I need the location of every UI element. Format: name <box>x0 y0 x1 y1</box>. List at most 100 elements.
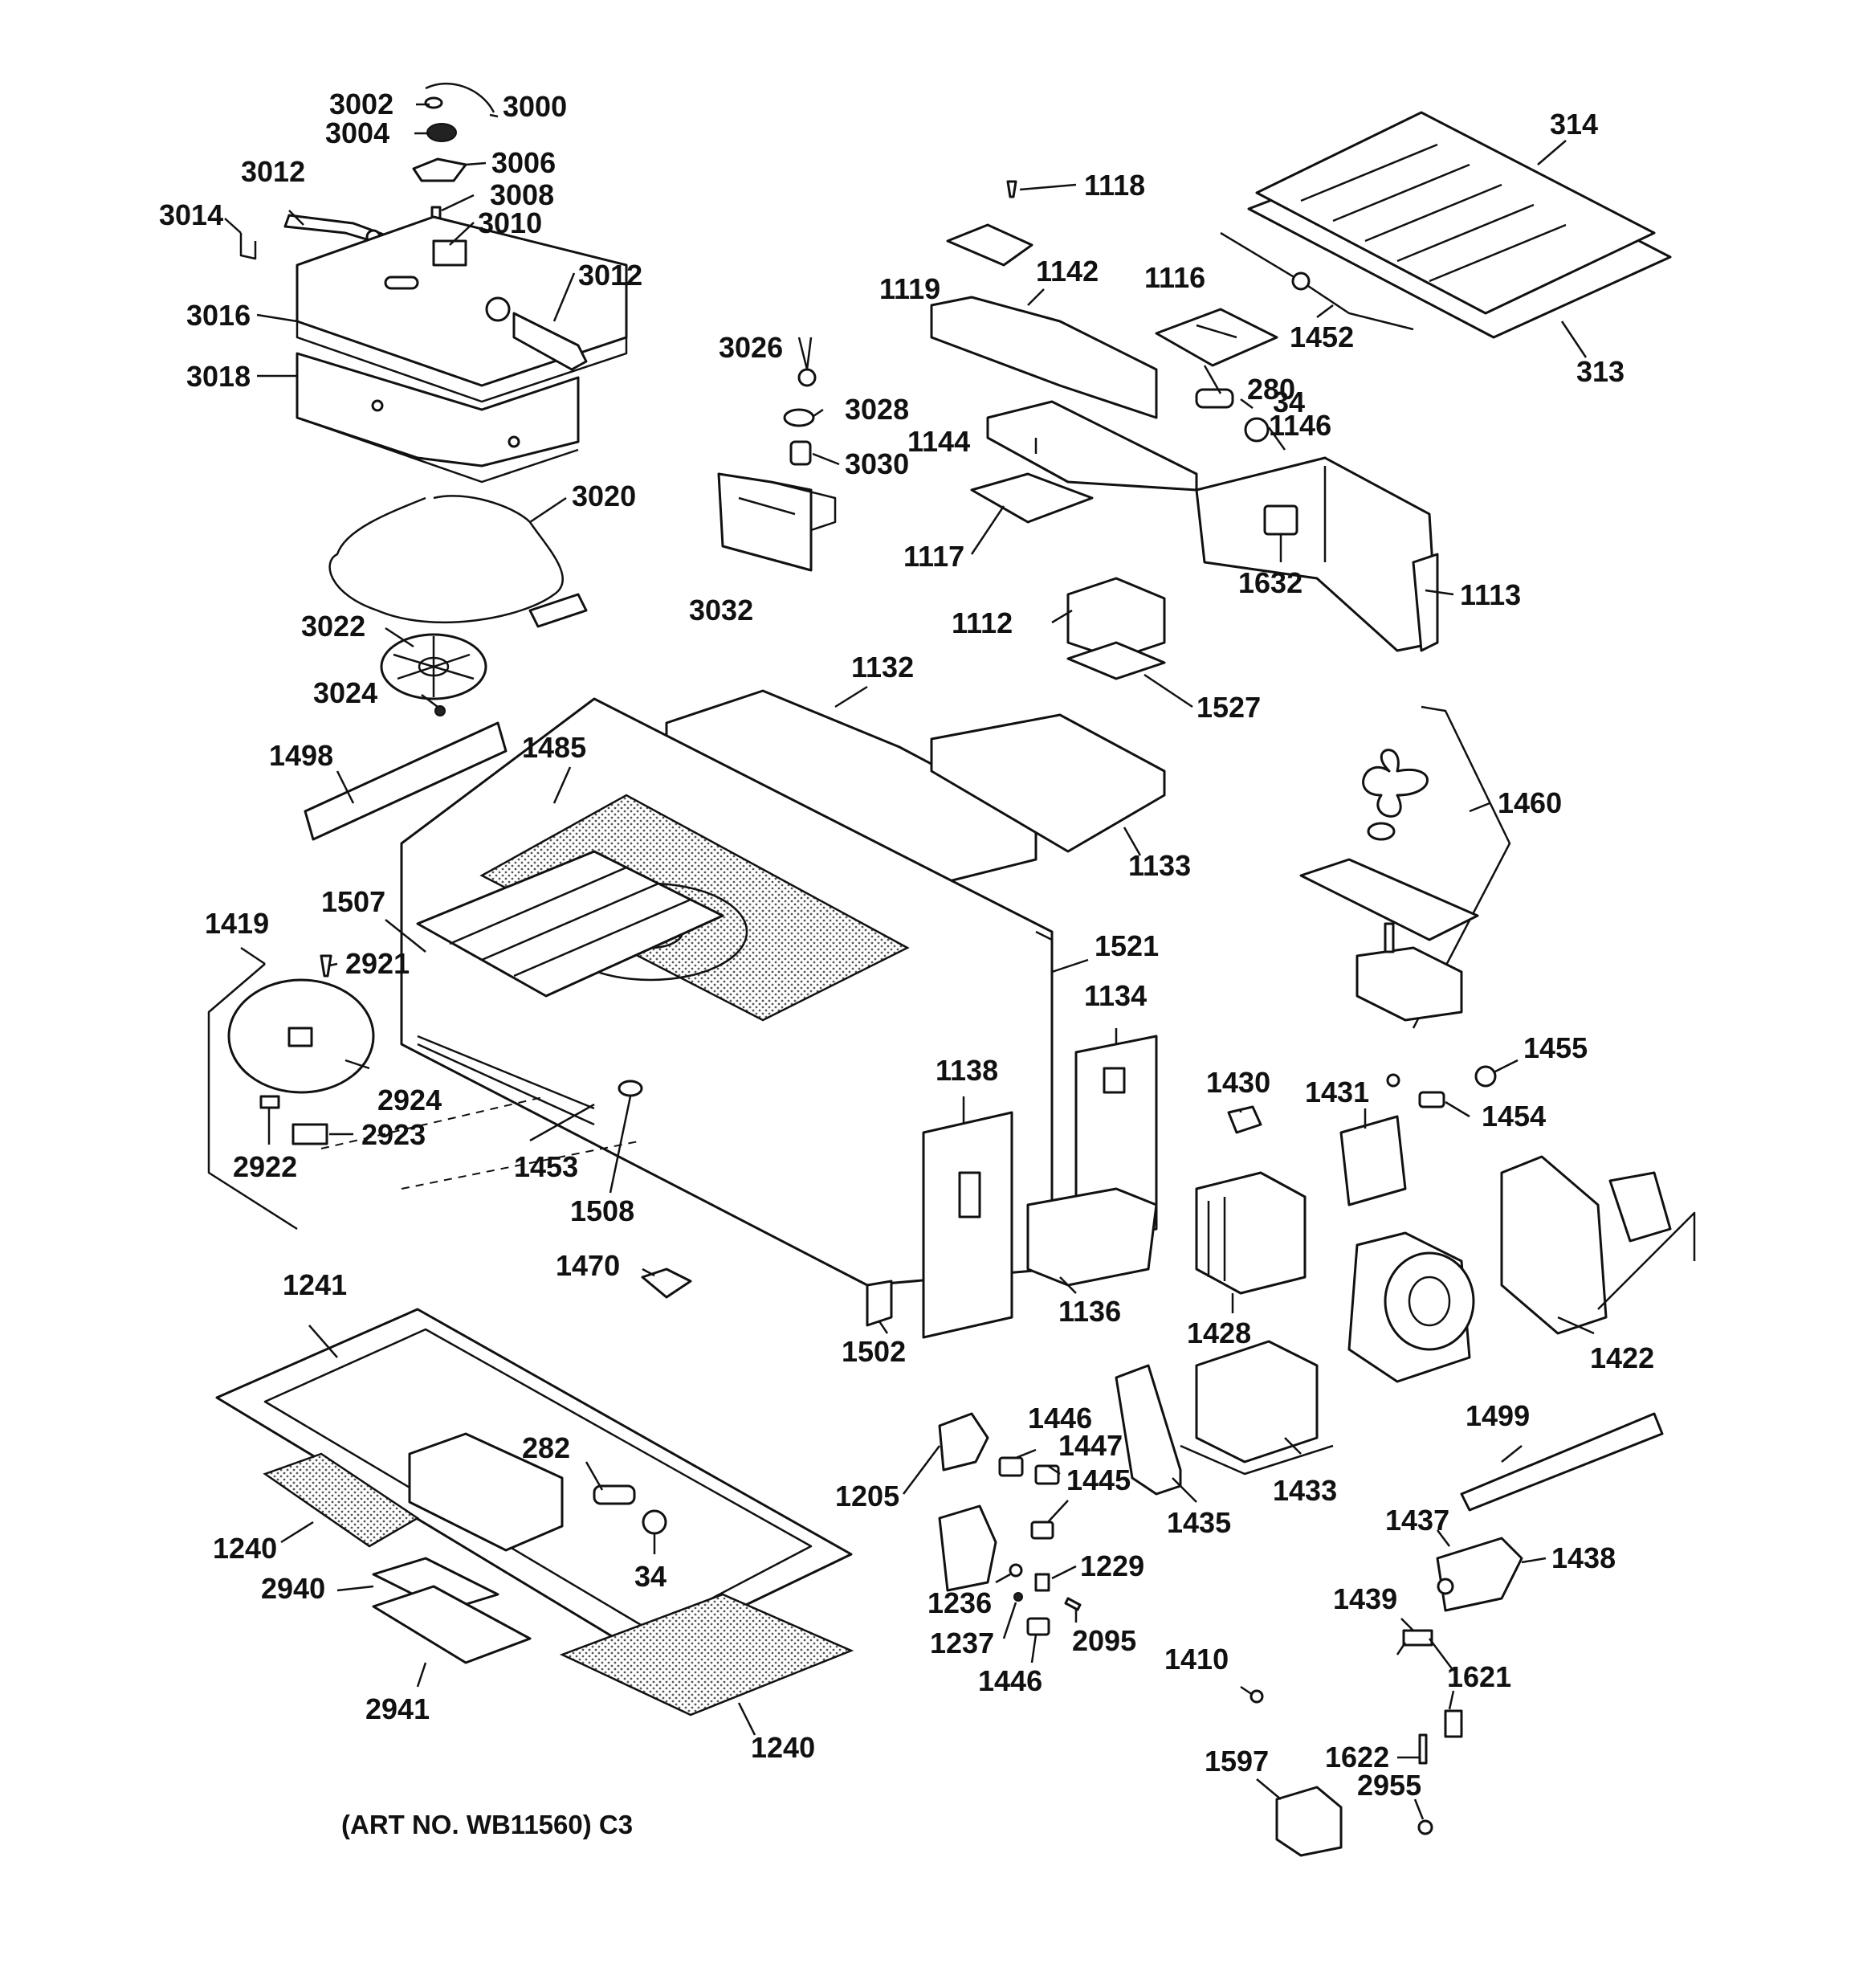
callout-1521: 1521 <box>1095 929 1159 962</box>
switch-1446-bottom <box>1026 1617 1050 1636</box>
callout-313: 313 <box>1576 355 1625 388</box>
diode-1439 <box>1396 1629 1454 1672</box>
lever-1229 <box>1034 1573 1050 1592</box>
transformer-1433 <box>1180 1340 1334 1476</box>
callout-1508: 1508 <box>570 1194 634 1227</box>
callout-1435: 1435 <box>1167 1506 1231 1539</box>
rail-1498 <box>304 721 508 841</box>
callout-1136: 1136 <box>1058 1295 1121 1328</box>
clip-2955 <box>1417 1819 1433 1835</box>
shield-1527 <box>1066 641 1166 680</box>
leader-lines <box>224 103 1595 1820</box>
callout-34a: 34 <box>1273 386 1305 418</box>
relay-1632 <box>1263 504 1298 536</box>
callout-1439: 1439 <box>1333 1582 1397 1615</box>
callout-2941: 2941 <box>365 1692 430 1725</box>
callout-1144: 1144 <box>907 425 970 458</box>
lamp-34-top <box>1244 417 1270 443</box>
shelf-314 <box>1255 111 1656 315</box>
filter-1240-left <box>263 1452 420 1548</box>
washer-1236 <box>1009 1563 1023 1578</box>
callout-282: 282 <box>522 1431 570 1464</box>
stirrer-dashed-link <box>320 1096 643 1190</box>
plug-280 <box>1195 388 1234 409</box>
callout-1116: 1116 <box>1144 261 1205 294</box>
transformer-1597 <box>1275 1786 1343 1857</box>
ring-3028 <box>783 408 815 427</box>
housing-282 <box>408 1432 564 1552</box>
frame-2941 <box>372 1585 532 1664</box>
switch-1446-top <box>998 1456 1024 1477</box>
rail-1499 <box>1460 1412 1664 1512</box>
callout-3012b: 3012 <box>578 259 642 292</box>
callout-2924: 2924 <box>377 1084 442 1116</box>
callout-1445: 1445 <box>1066 1463 1131 1496</box>
screw-1410 <box>1249 1689 1264 1704</box>
callout-2921: 2921 <box>345 947 410 980</box>
magnetron-1428 <box>1195 1171 1307 1295</box>
thermostat-1430 <box>1227 1105 1262 1134</box>
callout-1117: 1117 <box>903 540 964 573</box>
callout-1621: 1621 <box>1447 1660 1511 1693</box>
tray-1117 <box>970 472 1094 524</box>
hub-1460 <box>1367 822 1396 841</box>
probe-1452 <box>1220 231 1414 331</box>
callout-1240a: 1240 <box>213 1532 277 1565</box>
waveguide-1136 <box>1026 1187 1158 1287</box>
callout-3032: 3032 <box>689 594 753 627</box>
callout-1419: 1419 <box>205 907 269 940</box>
callout-1241: 1241 <box>283 1268 347 1301</box>
switch-1621 <box>1444 1709 1463 1738</box>
callout-3018: 3018 <box>186 360 251 393</box>
art-number-caption: (ART NO. WB11560) C3 <box>341 1810 633 1839</box>
heating-element-3020 <box>328 495 588 628</box>
callout-1236: 1236 <box>927 1586 992 1619</box>
callout-3006: 3006 <box>491 146 556 179</box>
bracket-1113 <box>1412 553 1439 652</box>
lamp-34-bottom <box>642 1509 667 1535</box>
callout-1240b: 1240 <box>751 1731 815 1764</box>
thermal-fuse-1454 <box>1386 1073 1445 1108</box>
board-1116 <box>1155 308 1278 367</box>
side-panel-1133 <box>930 713 1166 853</box>
switch-1447 <box>1034 1464 1060 1485</box>
motor-lead-3026 <box>797 337 817 387</box>
screw-2095 <box>1064 1597 1082 1611</box>
callout-3026: 3026 <box>719 331 783 364</box>
callout-1142: 1142 <box>1036 255 1099 288</box>
callout-1431: 1431 <box>1305 1076 1369 1108</box>
callout-1133: 1133 <box>1128 849 1191 882</box>
callout-1229: 1229 <box>1080 1549 1144 1582</box>
bolt-1622 <box>1418 1733 1428 1765</box>
callout-1113: 1113 <box>1460 578 1521 611</box>
bracket-1138 <box>922 1111 1013 1339</box>
callout-3022: 3022 <box>301 610 365 643</box>
callout-1485: 1485 <box>522 731 586 764</box>
switch-1470 <box>641 1268 692 1299</box>
fan-bracket-1460 <box>1299 858 1479 941</box>
callout-2922: 2922 <box>233 1150 297 1183</box>
callout-1447: 1447 <box>1058 1429 1123 1462</box>
callout-3020: 3020 <box>572 480 636 512</box>
washer-3002 <box>424 96 443 109</box>
switch-holder-1205-top <box>938 1412 989 1472</box>
callout-3008: 3008 <box>490 178 554 211</box>
spring-1237 <box>1013 1592 1023 1602</box>
fan-group-1460 <box>1412 705 1511 1029</box>
callout-1134: 1134 <box>1084 979 1147 1012</box>
frame-1521 <box>1035 930 1054 1269</box>
callout-1428: 1428 <box>1187 1316 1251 1349</box>
bracket-3006 <box>412 157 467 182</box>
socket-282 <box>593 1484 636 1505</box>
callout-3010: 3010 <box>478 206 542 239</box>
callout-1237: 1237 <box>930 1627 994 1659</box>
callout-3024: 3024 <box>313 676 377 709</box>
lower-housing-3018 <box>296 352 580 484</box>
callout-314: 314 <box>1550 108 1598 141</box>
lens-1508 <box>618 1080 643 1097</box>
callout-1205: 1205 <box>835 1480 899 1512</box>
bracket-2923 <box>291 1123 328 1145</box>
callout-3002: 3002 <box>329 88 393 120</box>
callout-3004: 3004 <box>325 116 389 149</box>
callout-1437: 1437 <box>1385 1504 1449 1537</box>
